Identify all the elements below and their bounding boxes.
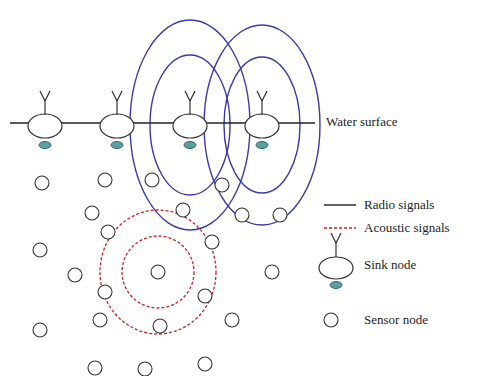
sensor-node bbox=[35, 176, 49, 190]
sensor-node bbox=[85, 206, 99, 220]
sensor-nodes bbox=[33, 173, 287, 376]
legend-text: Sink node bbox=[364, 257, 416, 273]
sensor-node bbox=[33, 323, 47, 337]
sensor-node bbox=[98, 285, 112, 299]
sensor-node bbox=[98, 173, 112, 187]
sensor-node bbox=[33, 243, 47, 257]
legend-sample bbox=[324, 225, 356, 231]
sensor-node bbox=[88, 361, 102, 375]
sensor-node bbox=[265, 265, 279, 279]
surface-label: Water surface bbox=[326, 114, 398, 130]
radio-range bbox=[130, 20, 320, 230]
sensor-node bbox=[198, 289, 212, 303]
sensor-node bbox=[138, 362, 152, 376]
sink-nodes bbox=[28, 91, 279, 149]
sensor-node bbox=[153, 319, 167, 333]
sensor-node bbox=[68, 268, 82, 282]
legend-sample bbox=[316, 231, 356, 291]
sensor-node bbox=[93, 313, 107, 327]
legend-text: Radio signals bbox=[364, 197, 434, 213]
sensor-node bbox=[273, 208, 287, 222]
sensor-node bbox=[205, 235, 219, 249]
sensor-node bbox=[235, 208, 249, 222]
sensor-node bbox=[176, 203, 190, 217]
legend-text: Acoustic signals bbox=[364, 220, 450, 236]
sensor-node bbox=[101, 225, 115, 239]
sensor-node bbox=[151, 265, 165, 279]
legend-sample bbox=[322, 311, 340, 329]
legend-text: Sensor node bbox=[364, 312, 428, 328]
sensor-node bbox=[198, 357, 212, 371]
legend-sample bbox=[324, 202, 356, 208]
sensor-node bbox=[225, 313, 239, 327]
acoustic-range bbox=[100, 210, 216, 334]
sensor-node bbox=[215, 178, 229, 192]
sensor-node bbox=[145, 173, 159, 187]
